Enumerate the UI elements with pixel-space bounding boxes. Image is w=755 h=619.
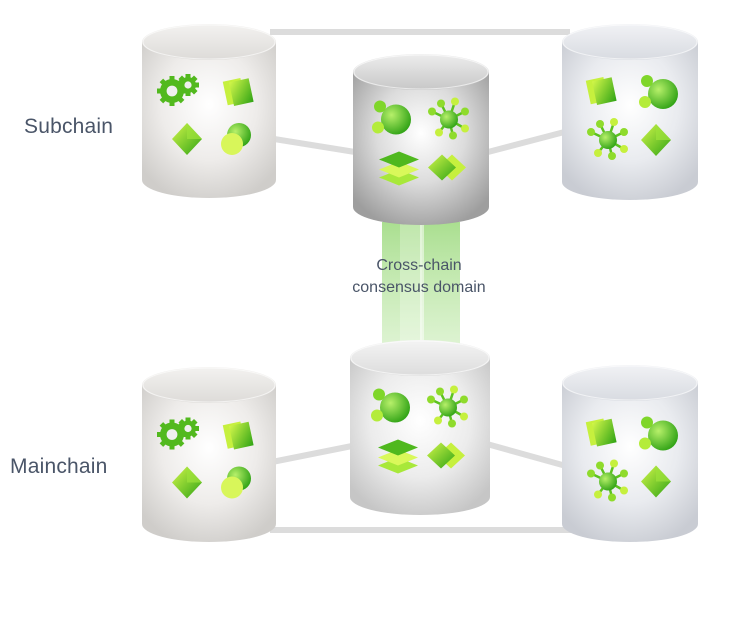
layers-icon — [378, 439, 418, 474]
cross-chain-label: Cross-chain consensus domain — [299, 255, 539, 299]
cylinder-main-mid — [350, 340, 490, 515]
circles-icon — [221, 123, 251, 155]
cylinder-main-right — [562, 365, 698, 542]
layers-icon — [379, 151, 419, 186]
subchain-label: Subchain — [24, 115, 114, 138]
cross-chain-label-line1: Cross-chain — [376, 257, 462, 274]
network-icon — [428, 97, 469, 140]
diamond-icon — [641, 124, 671, 156]
link-main-mid-right — [486, 441, 567, 469]
cylinder-sub-mid — [353, 54, 489, 225]
consensus-beam — [382, 222, 460, 357]
gears-icon — [157, 74, 199, 106]
diamond-icon — [172, 123, 202, 155]
diamond-icon — [641, 465, 671, 498]
cylinder-sub-left — [142, 24, 276, 198]
cards-icon — [585, 418, 617, 447]
double-diamond-icon — [427, 442, 465, 469]
cards-icon — [585, 77, 617, 105]
diamond-icon — [172, 466, 202, 499]
network-icon — [587, 459, 628, 502]
gears-icon — [157, 417, 199, 450]
network-icon — [587, 118, 628, 160]
bubbles-icon — [639, 416, 678, 451]
nodes-layer — [142, 24, 698, 542]
link-sub-mid-right — [487, 127, 573, 155]
bubbles-icon — [372, 100, 411, 135]
cards-icon — [222, 421, 254, 450]
cross-chain-label-line2: consensus domain — [352, 279, 486, 296]
link-main-left-mid — [271, 443, 353, 465]
double-diamond-icon — [428, 154, 466, 181]
mainchain-label: Mainchain — [10, 455, 108, 478]
link-sub-left-mid — [267, 135, 356, 155]
network-icon — [427, 385, 468, 428]
cylinder-main-left — [142, 367, 276, 542]
cylinder-sub-right — [562, 24, 698, 200]
bubbles-icon — [639, 75, 678, 109]
bubbles-icon — [371, 388, 410, 423]
circles-icon — [221, 466, 251, 499]
connection-lines — [267, 29, 573, 533]
cards-icon — [222, 78, 254, 106]
